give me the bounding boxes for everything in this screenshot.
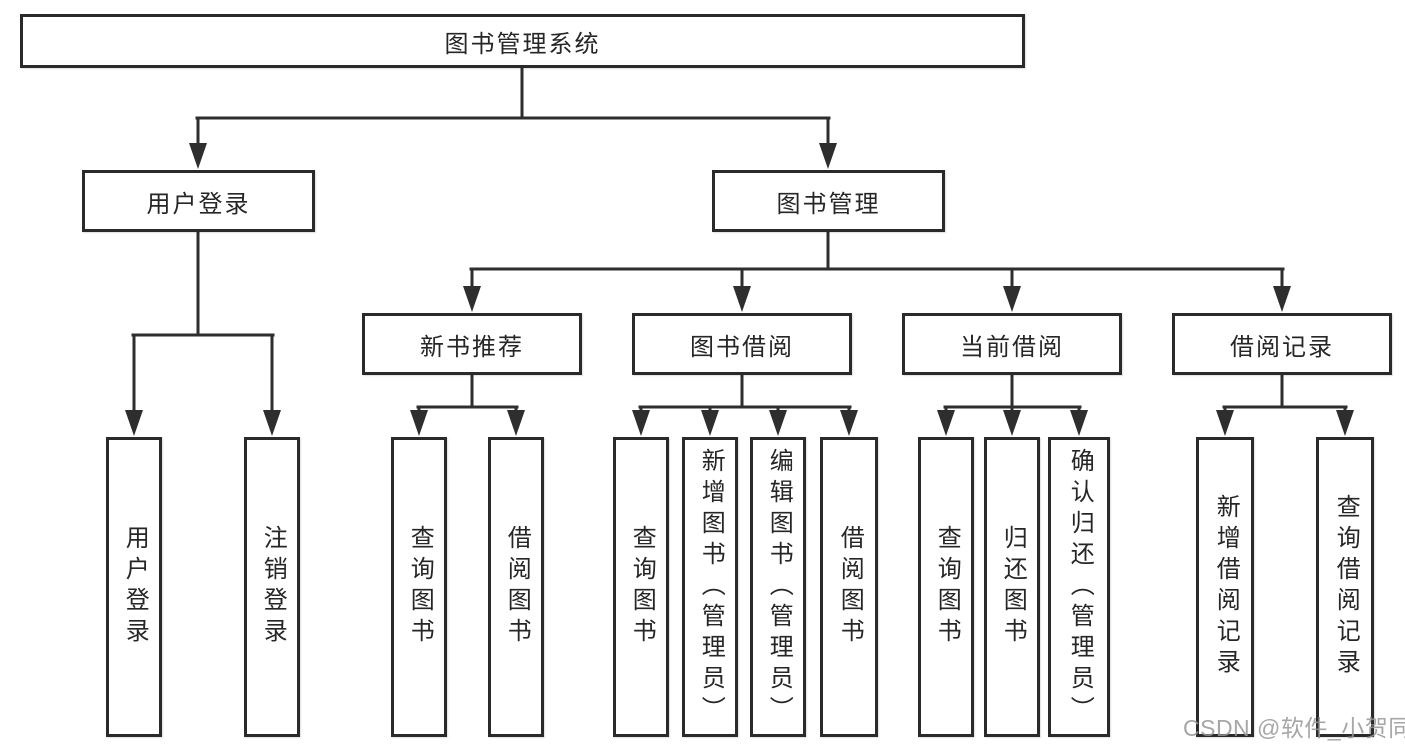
node-book-management: 图书管理 (712, 170, 945, 232)
connector-book-management (463, 230, 1291, 312)
leaf-logout-login: 注销登录 (244, 437, 300, 737)
node-borrowing-records: 借阅记录 (1172, 313, 1392, 375)
node-book-borrowing: 图书借阅 (632, 313, 852, 375)
connector-root (189, 66, 837, 169)
connector-user-login (125, 230, 281, 436)
connector-book-borrowing (632, 373, 858, 436)
leaf-nbr-query-books: 查询图书 (391, 437, 447, 737)
leaf-bb-query-books: 查询图书 (613, 437, 669, 737)
leaf-cb-query-books: 查询图书 (918, 437, 974, 737)
node-user-login: 用户登录 (82, 170, 315, 232)
leaf-bb-edit-books-admin: 编辑图书（管理员） (750, 437, 806, 737)
leaf-cb-confirm-return-admin: 确认归还（管理员） (1048, 437, 1110, 737)
connector-new-book-recommendation (410, 373, 525, 436)
connector-borrowing-records (1216, 373, 1354, 436)
csdn-watermark: CSDN @软件_小贺同学 (1183, 715, 1405, 741)
leaf-user-login: 用户登录 (106, 437, 162, 737)
node-new-book-recommendation: 新书推荐 (362, 313, 582, 375)
leaf-bb-add-books-admin: 新增图书（管理员） (682, 437, 738, 737)
leaf-br-query-borrow-record: 查询借阅记录 (1316, 437, 1374, 737)
node-current-borrowing: 当前借阅 (902, 313, 1122, 375)
leaf-br-add-borrow-record: 新增借阅记录 (1196, 437, 1254, 737)
node-root: 图书管理系统 (20, 14, 1025, 68)
leaf-nbr-borrow-books: 借阅图书 (488, 437, 544, 737)
leaf-cb-return-books: 归还图书 (984, 437, 1040, 737)
leaf-bb-borrow-books: 借阅图书 (820, 437, 878, 737)
connector-current-borrowing (937, 373, 1088, 436)
